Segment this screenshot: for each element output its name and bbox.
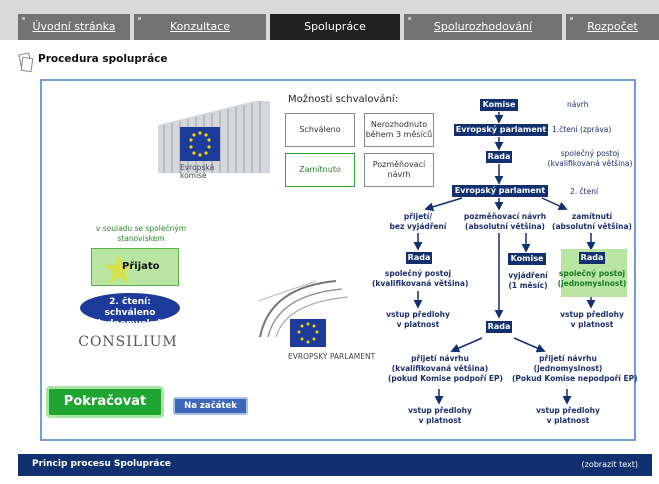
branch-accept-1: přijetí/ — [403, 212, 433, 221]
options-title: Možnosti schvalování: — [288, 94, 399, 105]
continue-button[interactable]: Pokračovat — [46, 386, 164, 418]
back-to-start-button[interactable]: Na začátek — [173, 397, 248, 415]
left-effect-1: vstup předlohy — [386, 310, 450, 319]
branch-reject-1: zamítnutí — [571, 212, 613, 221]
left-rada: Rada — [406, 252, 432, 264]
option-amendment-line-1: Pozměňovací — [372, 160, 426, 169]
procedure-diagram: Evropská komise Možnosti schvalování: Sc… — [40, 79, 638, 441]
branch-amend-2: (absolutní většina) — [465, 222, 545, 231]
accepted-box: Přijato — [91, 248, 179, 286]
effect-right-1: vstup předlohy — [536, 406, 600, 415]
tab-label: Rozpočet — [587, 20, 638, 33]
adopt-unan-1: přijetí návrhu — [539, 354, 597, 363]
flow-common-position-2: (kvalifikovaná většina) — [547, 159, 633, 168]
top-navigation: Úvodní stránka Konzultace Spolupráce Spo… — [0, 0, 659, 40]
option-amendment-line-2: návrh — [387, 170, 411, 179]
option-approved: Schváleno — [285, 113, 355, 147]
flow-navrh: návrh — [567, 100, 589, 109]
tab-uvodni-stranka[interactable]: Úvodní stránka — [18, 14, 130, 40]
option-undecided-line-2: během 3 měsíců — [365, 130, 433, 139]
principle-bar: Princip procesu Spolupráce (zobrazit tex… — [18, 454, 652, 476]
tab-rozpocet[interactable]: Rozpočet — [566, 14, 659, 40]
eu-flag-icon — [290, 319, 326, 347]
badge-line-2: schváleno jednomyslně — [97, 308, 163, 329]
bottom-rada: Rada — [486, 321, 512, 333]
right-effect-1: vstup předlohy — [560, 310, 624, 319]
effect-right-2: v platnost — [546, 416, 590, 425]
adopt-qmv-2: (kvalifikovaná většina) — [391, 364, 489, 373]
tab-label: Spolupráce — [304, 20, 366, 33]
document-icon — [18, 52, 34, 73]
flow-komise: Komise — [480, 99, 518, 111]
adopt-unan-3: (Pokud Komise nepodpoří EP) — [512, 374, 638, 383]
option-rejected: Zamítnuto — [285, 153, 355, 187]
parliament-building-icon — [257, 280, 349, 338]
mid-komise: Komise — [508, 253, 546, 265]
flow-second-reading: 2. čtení — [570, 187, 599, 196]
left-position-2: (kvalifikovaná většina) — [372, 279, 469, 288]
left-effect-2: v platnost — [396, 320, 440, 329]
tab-spolurozhodovani[interactable]: Spolurozhodování — [404, 14, 562, 40]
tab-konzultace[interactable]: Konzultace — [134, 14, 266, 40]
consilium-logo: CONSILIUM — [78, 334, 178, 350]
tab-label: Konzultace — [169, 20, 231, 33]
principle-title: Princip procesu Spolupráce — [32, 459, 171, 469]
branch-accept-2: bez vyjádření — [389, 222, 447, 231]
flow-rada: Rada — [486, 151, 512, 163]
tab-label: Spolurozhodování — [433, 20, 533, 33]
accord-note-1: v souladu se společným — [95, 224, 187, 233]
flow-first-reading: 1.čtení (zpráva) — [552, 125, 612, 134]
adopt-qmv-3: (pokud Komise podpoří EP) — [388, 374, 503, 383]
flow-ep-second: Evropský parlament — [452, 185, 548, 197]
right-effect-2: v platnost — [570, 320, 614, 329]
tab-spoluprace[interactable]: Spolupráce — [270, 14, 400, 40]
second-reading-badge: 2. čtení: schváleno jednomyslně — [80, 293, 180, 329]
option-rejected-label: Zamítnuto — [299, 165, 341, 174]
option-undecided-line-1: Nerozhodnuto — [370, 120, 428, 129]
right-position-2: (jednomyslnost) — [557, 279, 627, 288]
commission-logo-text-1: Evropská — [180, 163, 215, 172]
tab-label: Úvodní stránka — [32, 20, 116, 33]
left-position-1: společný postoj — [384, 269, 452, 278]
accepted-label: Přijato — [122, 261, 160, 272]
option-undecided: Nerozhodnuto během 3 měsíců — [364, 113, 434, 147]
european-commission-logo — [158, 101, 270, 173]
adopt-qmv-1: přijetí návrhu — [411, 354, 469, 363]
right-rada: Rada — [579, 252, 605, 264]
parliament-logo-text: EVROPSKÝ PARLAMENT — [288, 352, 376, 361]
flow-ep: Evropský parlament — [454, 124, 548, 136]
effect-left-2: v platnost — [418, 416, 462, 425]
accord-note-2: stanoviskem — [117, 234, 165, 243]
branch-amend-1: pozměňovací návrh — [463, 212, 547, 221]
flow-arrows — [413, 112, 596, 405]
effect-left-1: vstup předlohy — [408, 406, 472, 415]
option-amendment: Pozměňovací návrh — [364, 153, 434, 187]
show-text-link[interactable]: (zobrazit text) — [581, 460, 639, 469]
flow-common-position-1: společný postoj — [560, 149, 620, 158]
star-icon — [103, 254, 135, 284]
option-approved-label: Schváleno — [299, 125, 341, 134]
adopt-unan-2: (jednomyslnost) — [533, 364, 603, 373]
commission-logo-text-2: komise — [180, 171, 207, 180]
right-position-1: společný postoj — [558, 269, 626, 278]
page-title: Procedura spolupráce — [38, 53, 168, 65]
branch-reject-2: (absolutní většina) — [552, 222, 632, 231]
mid-opinion-1: vyjádření — [508, 271, 548, 280]
badge-line-1: 2. čtení: — [109, 297, 151, 307]
mid-opinion-2: (1 měsíc) — [508, 281, 548, 290]
